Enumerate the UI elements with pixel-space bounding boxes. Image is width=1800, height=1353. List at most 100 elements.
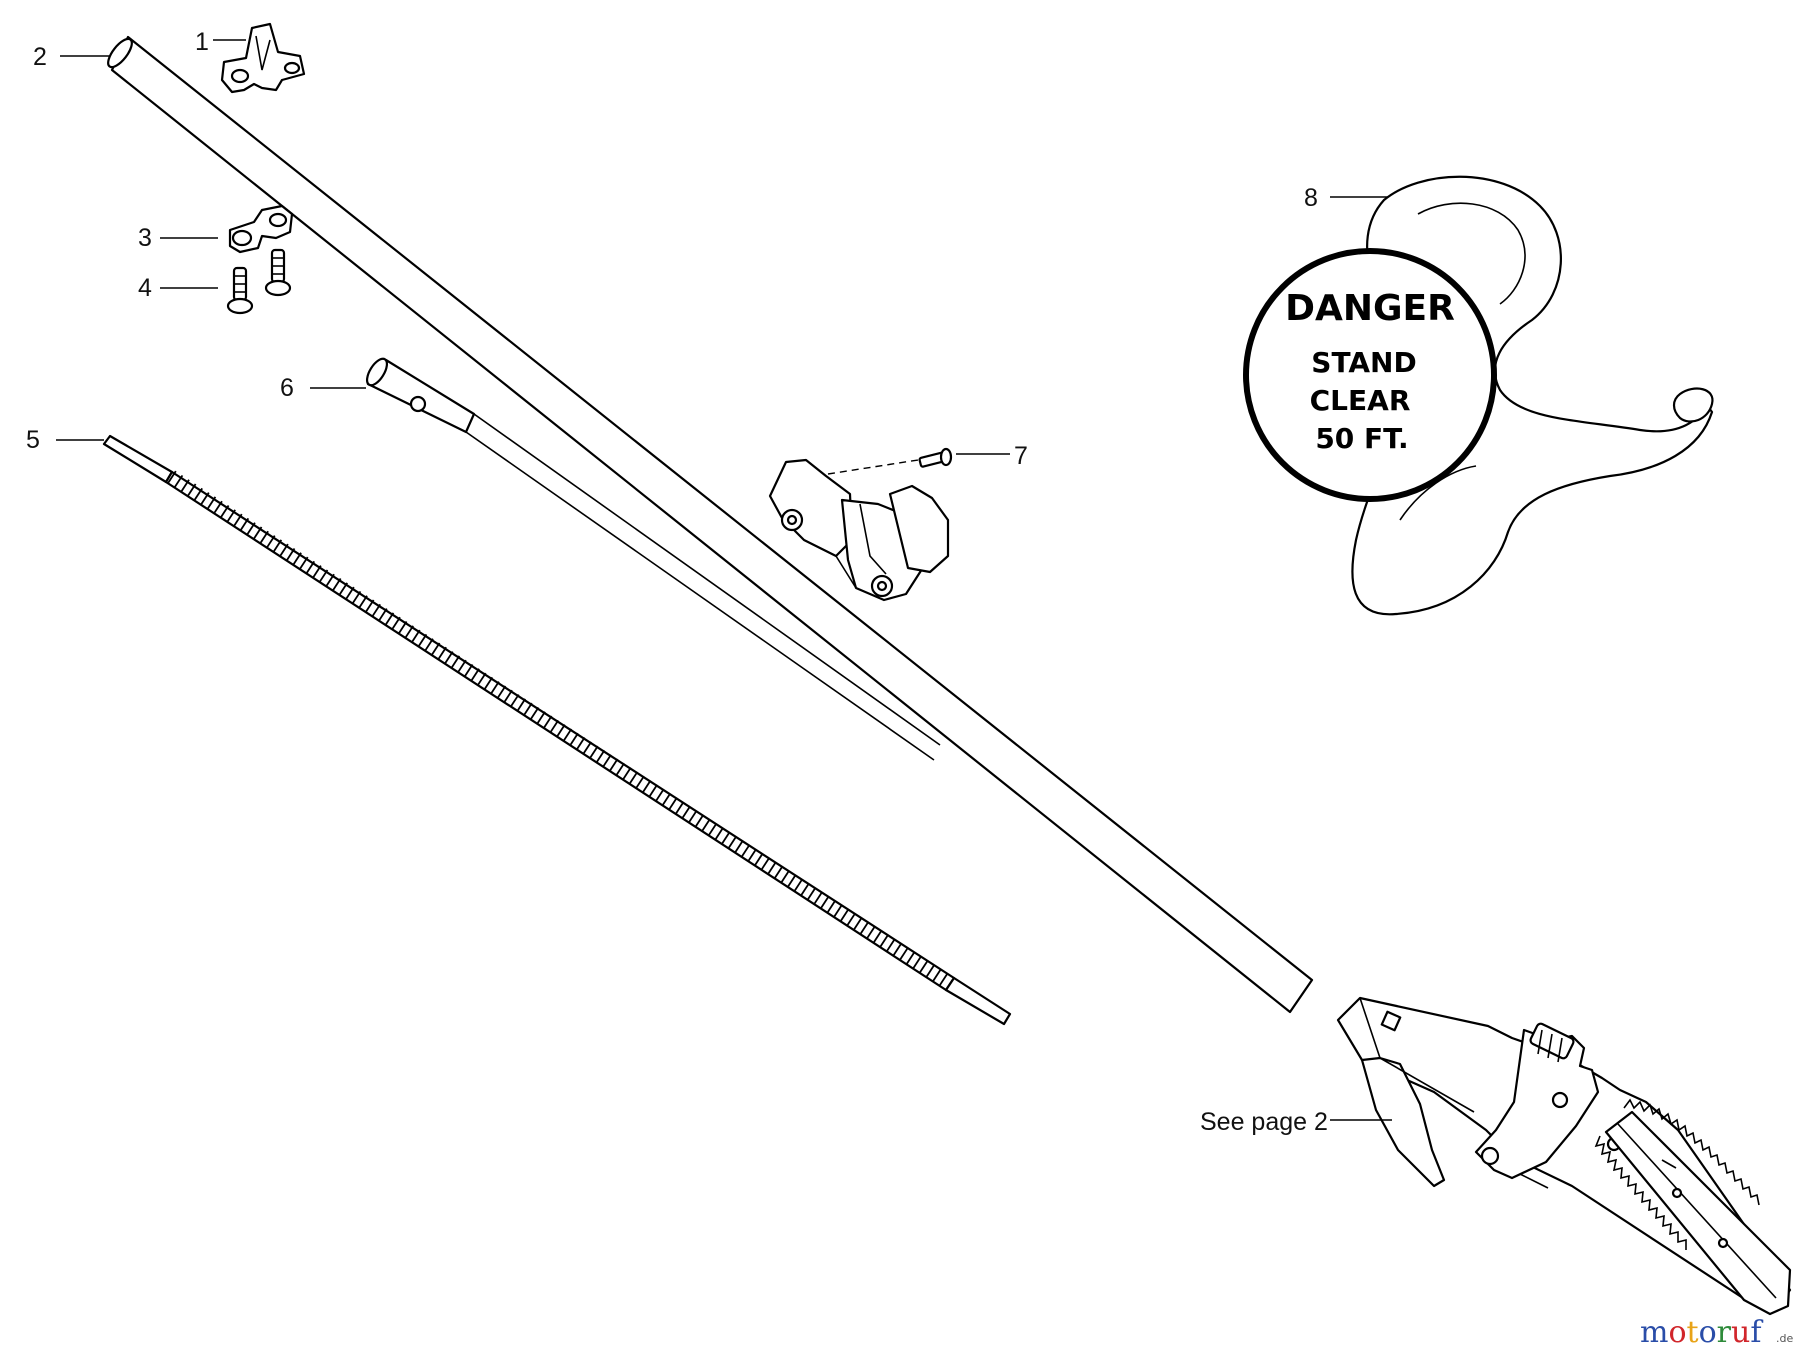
- cable-rib: [259, 530, 269, 544]
- cable-rib: [193, 487, 203, 501]
- cable-rib: [220, 505, 230, 518]
- cable-rib: [714, 827, 724, 840]
- cable-rib: [358, 595, 368, 608]
- cable-rib: [622, 767, 632, 780]
- cable-rib: [312, 565, 322, 578]
- cable-rib: [556, 724, 566, 737]
- cable-rib: [846, 913, 856, 926]
- cable-rib: [450, 655, 461, 669]
- cable-ribs: [167, 470, 955, 991]
- cable-rib: [272, 539, 283, 553]
- cable-rib: [365, 599, 375, 613]
- tube-part-2: [107, 35, 1314, 1014]
- cable-rib: [305, 560, 316, 574]
- cable-rib: [774, 865, 784, 879]
- cable-rib: [582, 741, 592, 755]
- cable-rib: [615, 762, 625, 776]
- cable-rib: [747, 848, 757, 862]
- cable-rib: [187, 483, 197, 497]
- cable-rib: [576, 737, 586, 750]
- cable-rib: [417, 633, 428, 647]
- cable-rib: [332, 578, 342, 591]
- cable-rib: [760, 857, 770, 871]
- callout-7: 7: [1014, 442, 1028, 470]
- cable-rib: [938, 973, 948, 987]
- cable-rib: [286, 547, 296, 561]
- shaft-part-6: [365, 357, 941, 761]
- cable-rib: [780, 870, 790, 883]
- cable-rib: [352, 590, 362, 604]
- cable-rib: [635, 775, 645, 789]
- callout-2: 2: [33, 43, 47, 71]
- cable-rib: [833, 904, 843, 918]
- cable-rib: [174, 474, 184, 488]
- clamp-part-1: [220, 22, 306, 94]
- cable-rib: [411, 629, 421, 643]
- cable-rib: [806, 887, 817, 901]
- cable-rib: [754, 853, 764, 866]
- cable-rib: [213, 500, 223, 514]
- cable-rib: [708, 822, 718, 836]
- cable-rib: [470, 668, 480, 682]
- cable-rib: [226, 509, 236, 523]
- cable-rib: [444, 651, 454, 664]
- screw-part-7: [827, 447, 953, 475]
- callout-8: 8: [1304, 184, 1318, 212]
- gearbox-head: [768, 458, 950, 602]
- cable-rib: [820, 896, 830, 909]
- cable-rib: [266, 535, 276, 548]
- clamp-part-3: [228, 204, 294, 254]
- danger-line-1: STAND: [1311, 346, 1416, 379]
- cable-rib: [853, 917, 863, 931]
- cable-rib: [404, 625, 414, 639]
- cable-rib: [800, 883, 810, 896]
- cable-rib: [813, 891, 823, 905]
- callout-5: 5: [26, 426, 40, 454]
- callouts: 1 2 3 4 5 6 7 8 See page 2: [26, 28, 1328, 1136]
- cable-rib: [721, 831, 731, 845]
- cable-rib: [345, 586, 355, 600]
- cable-rib: [180, 479, 190, 492]
- cable-rib: [338, 582, 348, 596]
- callout-3: 3: [138, 224, 152, 252]
- cable-rib: [200, 492, 210, 505]
- adjust-knob: [1529, 1022, 1575, 1063]
- cable-rib: [510, 694, 520, 707]
- cable-rib: [239, 517, 250, 531]
- cable-rib: [727, 835, 737, 849]
- danger-line-3: 50 FT.: [1315, 422, 1408, 455]
- cable-rib: [826, 900, 836, 914]
- cable-rib: [925, 964, 935, 978]
- cable-rib: [694, 814, 705, 828]
- cable-rib: [246, 522, 256, 535]
- see-page-label: See page 2: [1200, 1108, 1328, 1136]
- callout-4: 4: [138, 274, 152, 302]
- cable-rib: [437, 646, 447, 660]
- cable-rib: [912, 956, 922, 969]
- cable-rib: [681, 805, 691, 819]
- cable-rib: [859, 921, 869, 935]
- cable-rib: [457, 659, 467, 673]
- cable-rib: [589, 745, 599, 759]
- cable-rib: [378, 608, 388, 621]
- cable-rib: [668, 797, 678, 810]
- cable-rib: [609, 758, 619, 772]
- cable-rib: [886, 938, 896, 952]
- cable-rib: [543, 715, 553, 729]
- cable-rib: [477, 672, 487, 686]
- cable-rib: [398, 621, 408, 634]
- screws-part-4: [226, 248, 292, 315]
- cable-rib: [549, 719, 559, 733]
- cable-rib: [892, 943, 902, 956]
- cable-rib: [503, 689, 513, 703]
- cable-rib: [385, 612, 395, 626]
- cable-rib: [483, 676, 494, 690]
- cable-rib: [642, 779, 652, 793]
- cable-rib: [872, 930, 883, 944]
- leader-lines: [56, 39, 1392, 1121]
- danger-title: DANGER: [1285, 288, 1455, 329]
- cable-rib: [497, 685, 507, 699]
- cable-rib: [866, 926, 876, 939]
- callout-1: 1: [195, 28, 209, 56]
- cable-rib: [655, 788, 665, 802]
